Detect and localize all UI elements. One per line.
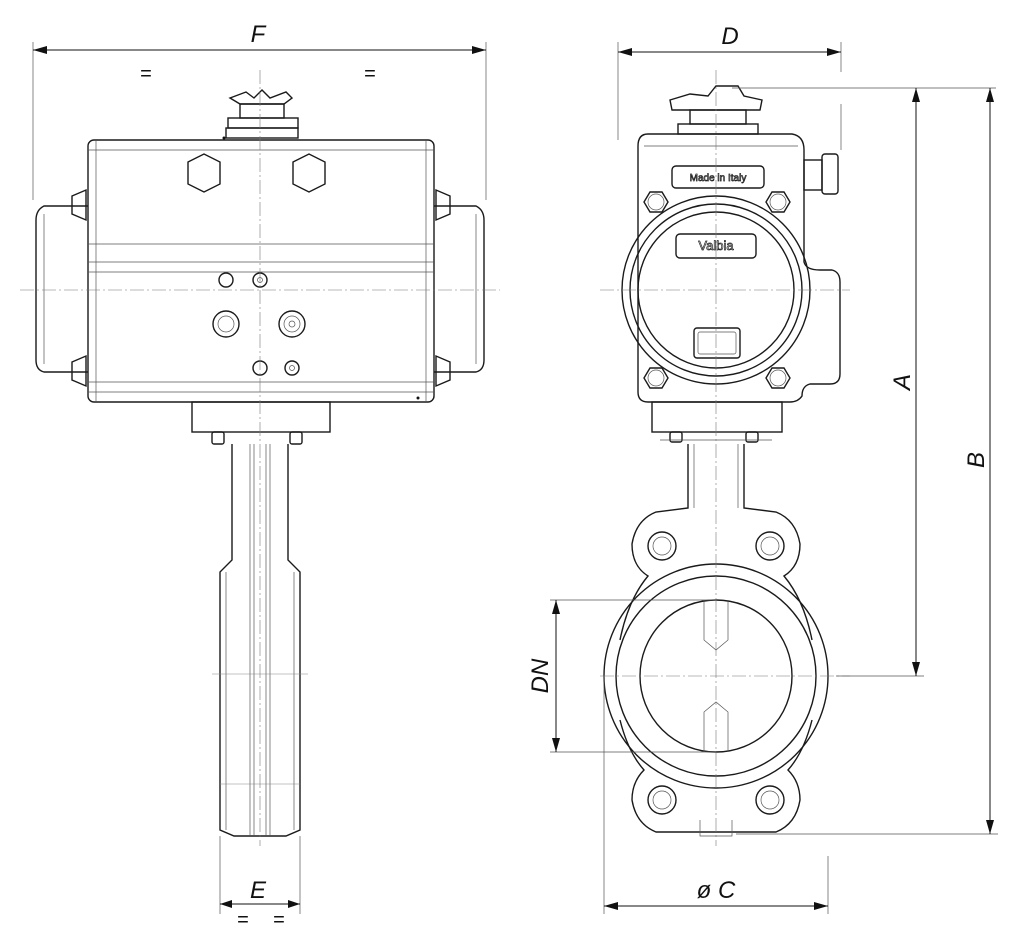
dimension-E-label: E: [250, 877, 267, 904]
dimension-DN-label: DN: [527, 658, 554, 693]
lug-hole-top-left: [647, 531, 677, 561]
equal-mark-right: =: [364, 63, 376, 85]
dimension-F-label: F: [251, 21, 267, 48]
bolt-bottom-left: [643, 367, 669, 389]
lug-hole-bottom-right: [755, 785, 785, 815]
port-4: [278, 310, 306, 338]
equal-mark-bottom-right: =: [273, 909, 285, 931]
dial-window: [693, 327, 741, 359]
port-6: [284, 360, 300, 376]
actuator-body: [87, 136, 435, 403]
lug-hole-top-right: [755, 531, 785, 561]
equal-mark-bottom-left: =: [237, 909, 249, 931]
port-3: [212, 310, 240, 338]
dimension-D-label: D: [721, 23, 738, 50]
equal-mark-left: =: [140, 63, 152, 85]
dimension-DN: [550, 599, 716, 753]
port-1: [218, 272, 234, 288]
dimension-A: [732, 87, 996, 677]
dimension-E: [219, 836, 301, 914]
lug-hole-bottom-left: [647, 785, 677, 815]
bolt-top-left: [643, 191, 669, 213]
bolt-top-right: [765, 191, 791, 213]
dimension-C-label: ø C: [697, 877, 736, 904]
dimension-D: [617, 42, 842, 150]
brand-plate-text: Valbia: [698, 238, 734, 253]
actuator-end-cap-right: [434, 188, 485, 388]
dimension-B-label: B: [963, 452, 990, 468]
hex-plug-right: [292, 153, 326, 193]
front-view: F = = E = =: [20, 21, 500, 931]
dimension-B: [736, 88, 998, 835]
actuator-end-cap-left: [35, 188, 88, 388]
dimension-C: [603, 676, 829, 914]
side-actuator-housing: Made in Italy Valbia: [621, 133, 841, 403]
bolt-bottom-right: [765, 367, 791, 389]
dimension-A-label: A: [889, 374, 916, 392]
hex-plug-left: [187, 153, 221, 193]
origin-plate: [671, 165, 765, 189]
side-mounting-flange: [651, 401, 783, 443]
front-stem-top: [225, 89, 299, 139]
dimension-F: [32, 42, 487, 200]
front-mounting-flange: [191, 401, 331, 445]
origin-plate-text: Made in Italy: [690, 173, 747, 184]
side-view: Made in Italy Valbia: [527, 23, 998, 914]
